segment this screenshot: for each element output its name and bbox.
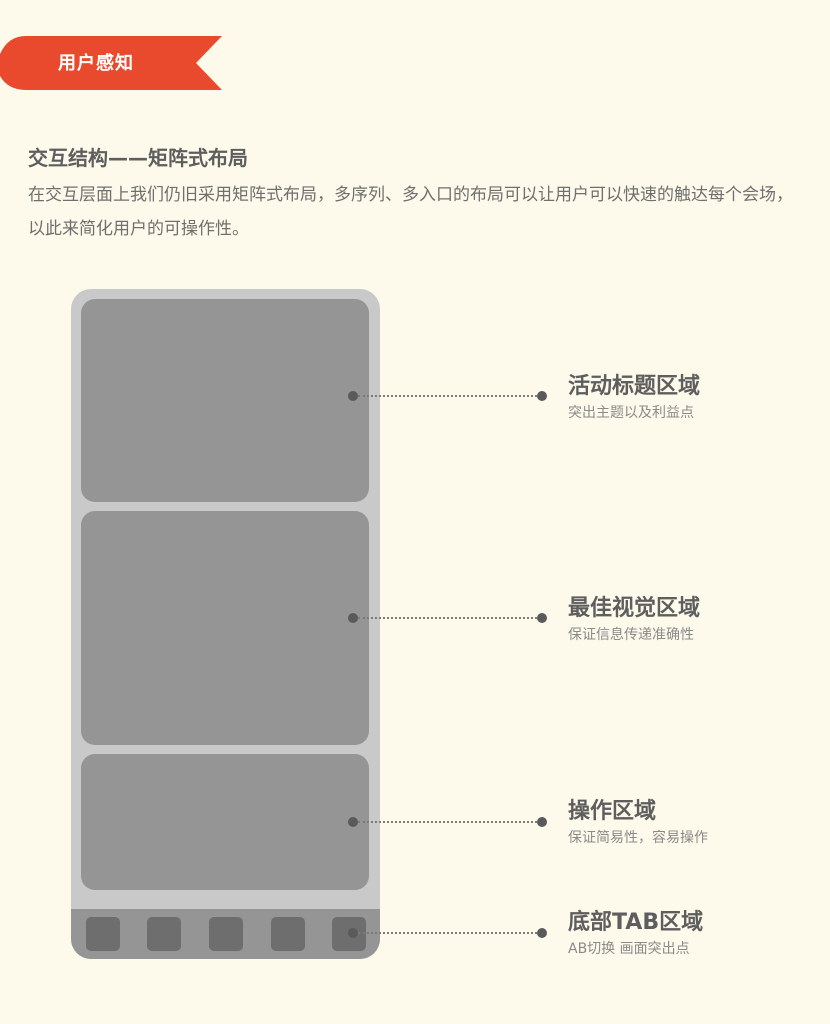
section-description: 在交互层面上我们仍旧采用矩阵式布局，多序列、多入口的布局可以让用户可以快速的触达… (28, 185, 793, 239)
connector-dot (348, 613, 358, 623)
annotation-title: 底部TAB区域 (568, 910, 704, 935)
connector-dot (348, 817, 358, 827)
dotted-line (358, 395, 537, 397)
annotation-title: 活动标题区域 (568, 374, 701, 399)
phone-wireframe (71, 289, 380, 959)
annotation-subtitle: 保证简易性，容易操作 (568, 830, 708, 846)
connector-dot (348, 391, 358, 401)
tab-icon (209, 917, 243, 951)
annotation-subtitle: 突出主题以及利益点 (568, 405, 694, 421)
annotation-bottom-tab: 底部TAB区域 AB切换 画面突出点 (568, 908, 818, 960)
connector-operation (348, 816, 548, 828)
connector-visual (348, 612, 548, 624)
bottom-tab-bar (71, 909, 380, 959)
tab-icon (271, 917, 305, 951)
dotted-line (358, 821, 537, 823)
dotted-line (358, 932, 537, 934)
connector-dot (537, 613, 547, 623)
dotted-line (358, 617, 537, 619)
annotation-activity-title: 活动标题区域 突出主题以及利益点 (568, 372, 818, 424)
activity-title-block (81, 299, 369, 502)
connector-dot (537, 391, 547, 401)
section-badge: 用户感知 (0, 36, 222, 90)
connector-dot (537, 817, 547, 827)
annotation-subtitle: 保证信息传递准确性 (568, 627, 694, 643)
connector-dot (348, 928, 358, 938)
annotation-subtitle: AB切换 画面突出点 (568, 941, 690, 957)
connector-activity-title (348, 390, 548, 402)
annotation-operation: 操作区域 保证简易性，容易操作 (568, 797, 818, 849)
annotation-title: 操作区域 (568, 799, 657, 824)
tab-icon (86, 917, 120, 951)
badge-label: 用户感知 (58, 53, 134, 74)
operation-block (81, 754, 369, 890)
section-title: 交互结构——矩阵式布局 (28, 146, 248, 170)
connector-bottom-tab (348, 927, 548, 939)
annotation-title: 最佳视觉区域 (568, 596, 701, 621)
tab-icon (147, 917, 181, 951)
visual-block (81, 511, 369, 745)
ribbon-shape (0, 36, 222, 90)
annotation-visual: 最佳视觉区域 保证信息传递准确性 (568, 594, 818, 646)
connector-dot (537, 928, 547, 938)
